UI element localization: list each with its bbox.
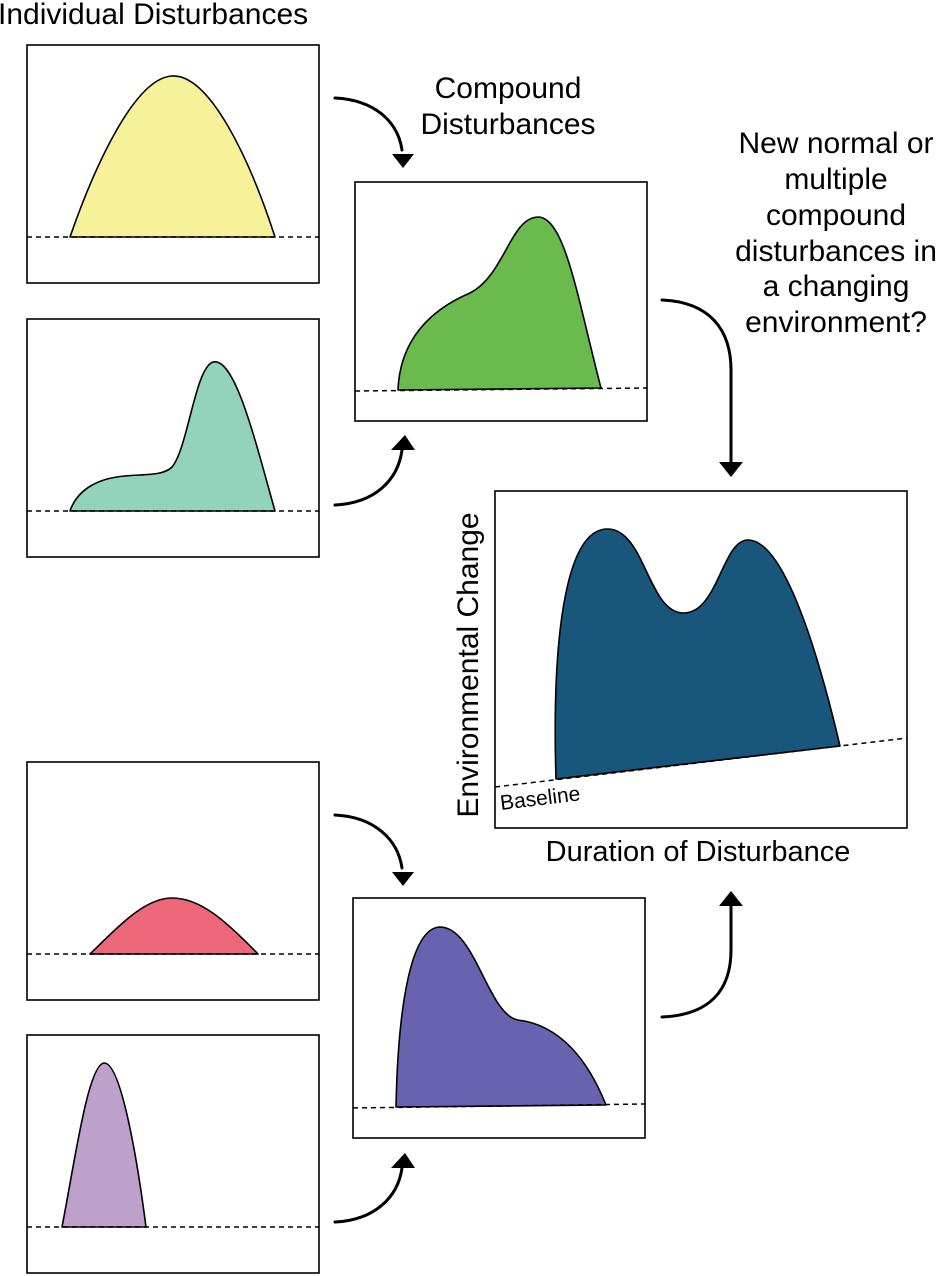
arrowhead-icon bbox=[391, 435, 415, 450]
arrowhead-icon bbox=[719, 462, 743, 477]
panel-frame bbox=[26, 318, 320, 558]
compound-panel-green bbox=[354, 181, 648, 422]
arrow-red-to-purple bbox=[333, 813, 414, 886]
individual-disturbances-title: Individual Disturbances bbox=[0, 0, 308, 31]
baseline-line bbox=[354, 387, 648, 392]
baseline-line bbox=[494, 737, 908, 788]
question-line-2: multiple bbox=[784, 163, 887, 196]
arrow-lilac-to-purple bbox=[333, 1153, 415, 1224]
arrowhead-icon bbox=[719, 891, 743, 906]
main-panel: Baseline Environmental Change Duration o… bbox=[452, 490, 908, 868]
compound-disturbances-title-line2: Disturbances bbox=[420, 108, 595, 141]
question-line-4: disturbances in bbox=[735, 235, 937, 268]
panel-frame bbox=[26, 761, 320, 1001]
question-text: New normal or multiple compound disturba… bbox=[735, 127, 937, 339]
question-line-5: a changing bbox=[763, 270, 910, 303]
disturbance-curve-navy bbox=[554, 528, 841, 780]
question-line-3: compound bbox=[766, 199, 906, 232]
compound-panel-purple bbox=[352, 897, 646, 1139]
individual-panel-red bbox=[26, 761, 320, 1001]
panel-frame bbox=[26, 1034, 320, 1274]
arrow-purple-to-main bbox=[660, 891, 743, 1019]
individual-panel-yellow bbox=[26, 44, 320, 284]
disturbance-curve-lilac bbox=[61, 1062, 147, 1228]
arrowhead-icon bbox=[391, 1153, 415, 1168]
arrow-green-to-main bbox=[660, 298, 743, 477]
disturbance-curve-red bbox=[89, 897, 259, 955]
compound-disturbances-title-line1: Compound bbox=[435, 72, 582, 105]
x-axis-label: Duration of Disturbance bbox=[546, 836, 851, 868]
individual-panel-lilac bbox=[26, 1034, 320, 1274]
arrow-yellow-to-green bbox=[333, 96, 414, 168]
disturbance-curve-green bbox=[397, 216, 602, 391]
disturbance-curve-purple bbox=[395, 926, 607, 1108]
baseline-line bbox=[352, 1103, 646, 1109]
arrowhead-icon bbox=[392, 872, 414, 886]
individual-panel-teal bbox=[26, 318, 320, 558]
y-axis-label: Environmental Change bbox=[452, 512, 485, 817]
arrow-teal-to-green bbox=[333, 435, 415, 507]
question-line-1: New normal or bbox=[738, 127, 933, 160]
question-line-6: environment? bbox=[745, 306, 927, 339]
arrowhead-icon bbox=[392, 154, 414, 168]
disturbance-curve-yellow bbox=[69, 75, 276, 238]
disturbance-curve-teal bbox=[69, 361, 276, 512]
